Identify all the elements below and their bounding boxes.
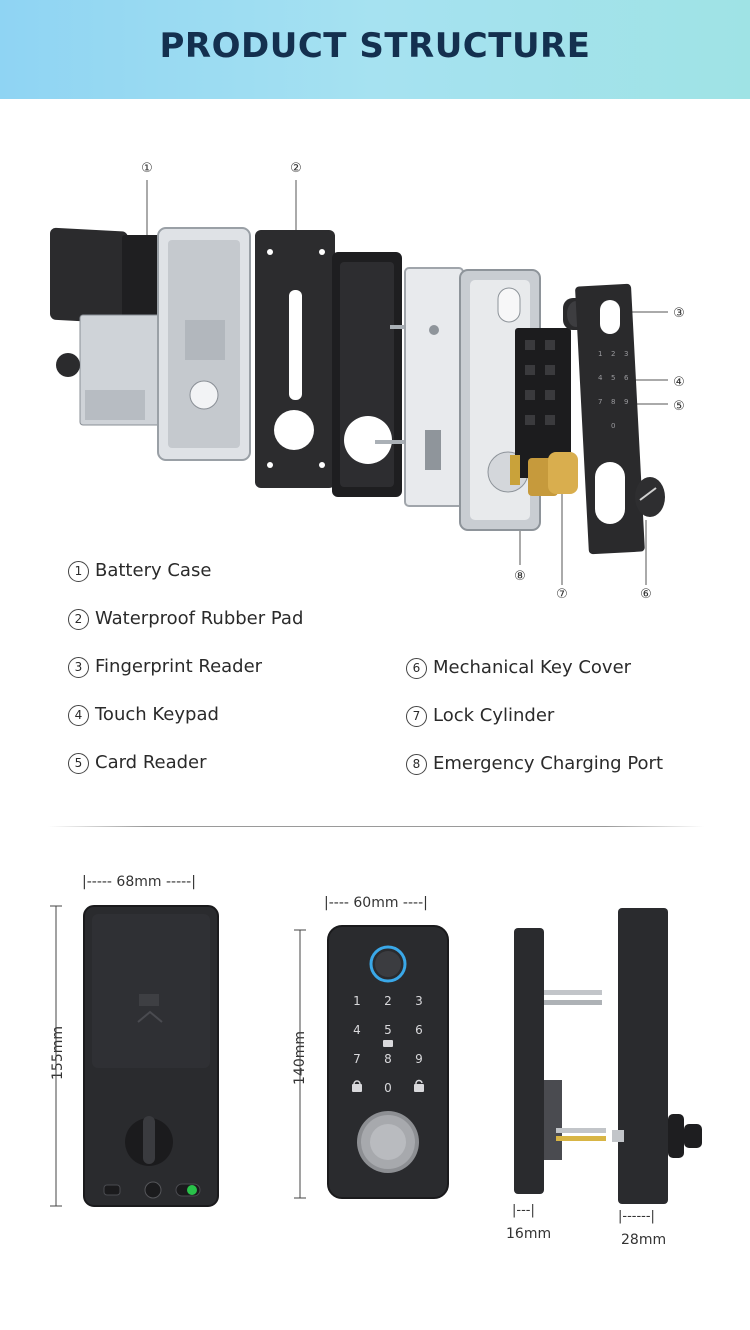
keypad-key: 0 [384,1081,392,1095]
mounting-plate-part [332,252,408,497]
svg-text:1: 1 [598,350,602,358]
legend-number: 1 [68,561,89,582]
front-unit-view: 1 2 3 4 5 6 7 8 9 0 [327,925,449,1199]
callout-6: ⑥ [640,587,652,602]
callout-2: ② [290,161,302,176]
keypad-key: 3 [415,994,423,1008]
fingerprint-ring-icon [369,945,407,983]
side-front-depth: 16mm [506,1226,552,1242]
legend-label: Emergency Charging Port [433,753,664,774]
legend-number: 5 [68,753,89,774]
legend-number: 3 [68,657,89,678]
side-back-depth-bar: |------| [618,1209,655,1224]
callout-7: ⑦ [556,587,568,602]
keypad-key: 8 [384,1052,392,1066]
latch-plate-part [404,267,464,507]
legend-item: 1 Battery Case [68,560,211,582]
circuit-board-part [510,328,571,485]
svg-text:4: 4 [598,374,603,382]
legend-item: 4 Touch Keypad [68,704,219,726]
side-front-depth-bar: |---| [512,1203,535,1218]
keypad-key: 9 [415,1052,423,1066]
legend-label: Lock Cylinder [433,705,555,726]
exploded-view-illustration: ① ② ③ ④ ⑤ ⑥ ⑦ ⑧ [50,161,685,602]
header-banner: PRODUCT STRUCTURE [0,0,750,99]
legend-label: Battery Case [95,560,212,581]
callout-3: ③ [673,306,685,321]
keypad-key: 1 [353,994,361,1008]
legend-label: Waterproof Rubber Pad [95,608,304,629]
legend-label: Touch Keypad [95,704,219,725]
keypad-key: 2 [384,994,392,1008]
lock-icon [352,1080,362,1092]
svg-text:6: 6 [624,374,629,382]
legend-label: Mechanical Key Cover [433,657,632,678]
legend-number: 4 [68,705,89,726]
callout-1: ① [141,161,153,176]
side-back-depth: 28mm [621,1232,667,1248]
rubber-pad-part [255,230,335,488]
dimension-views-illustration: 1 2 3 4 5 6 7 8 9 0 [50,905,702,1207]
unlock-icon [414,1079,424,1092]
page-title: PRODUCT STRUCTURE [159,26,591,66]
legend-number: 6 [406,658,427,679]
legend-number: 7 [406,706,427,727]
legend-item: 7 Lock Cylinder [406,705,554,727]
lock-cylinder-part [528,452,578,496]
callout-4: ④ [673,375,685,390]
legend-label: Fingerprint Reader [95,656,263,677]
keypad-key: 7 [353,1052,361,1066]
side-view [514,908,702,1204]
legend-number: 2 [68,609,89,630]
legend-item: 2 Waterproof Rubber Pad [68,608,303,630]
svg-text:8: 8 [611,398,615,406]
legend-item: 8 Emergency Charging Port [406,753,663,775]
callout-5: ⑤ [673,399,685,414]
back-unit-view [83,905,219,1207]
keypad-key: 4 [353,1023,361,1037]
key-cover-part [635,477,665,517]
legend-item: 3 Fingerprint Reader [68,656,262,678]
section-divider [48,826,704,827]
callout-8: ⑧ [514,569,526,584]
svg-text:3: 3 [624,350,628,358]
front-width-dimension: |---- 60mm ----| [324,895,428,911]
legend-item: 6 Mechanical Key Cover [406,657,631,679]
battery-case-part [50,227,161,426]
keypad-key: 5 [384,1023,392,1037]
legend-number: 8 [406,754,427,775]
back-width-dimension: |----- 68mm -----| [82,874,196,890]
legend-label: Card Reader [95,752,207,773]
svg-text:2: 2 [611,350,615,358]
charging-indicator-icon [187,1185,197,1195]
back-housing-part [157,227,251,461]
legend-item: 5 Card Reader [68,752,207,774]
card-reader-icon [383,1040,393,1047]
svg-text:0: 0 [611,422,615,430]
svg-text:5: 5 [611,374,615,382]
keypad-key: 6 [415,1023,423,1037]
svg-text:9: 9 [624,398,628,406]
svg-text:7: 7 [598,398,602,406]
